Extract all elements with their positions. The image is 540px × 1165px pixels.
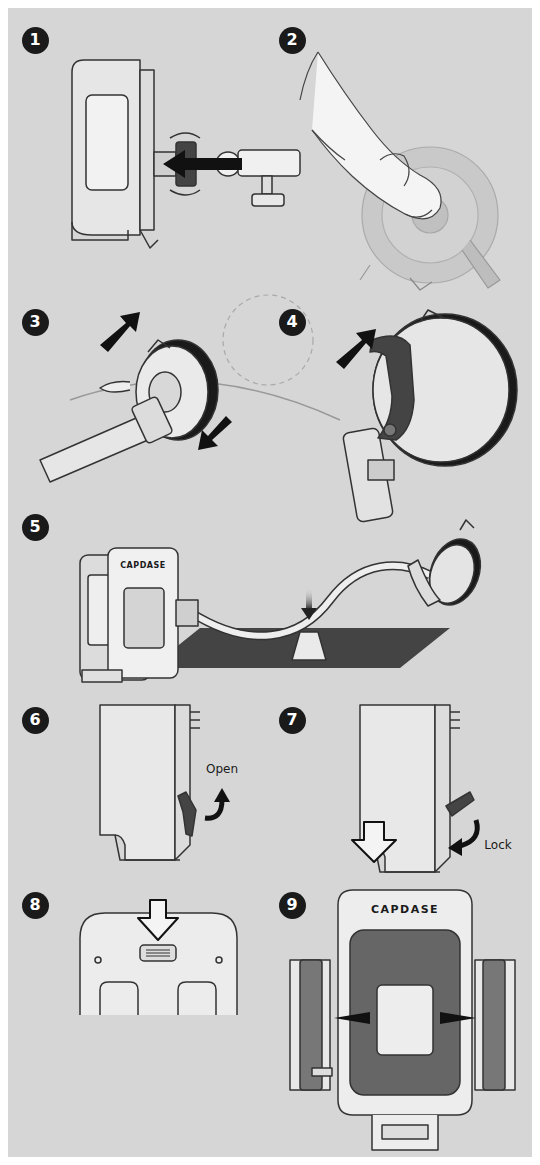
step-number-circle: 8 bbox=[22, 892, 49, 919]
action-label: Open bbox=[206, 763, 238, 776]
action-label: Lock bbox=[484, 839, 511, 852]
step-number-circle: 3 bbox=[22, 309, 49, 336]
brand-label: CAPDASE bbox=[371, 904, 439, 916]
step-number: 9 bbox=[286, 897, 297, 913]
step-number-circle: 2 bbox=[279, 27, 306, 54]
step-number: 2 bbox=[286, 32, 297, 48]
step-number: 1 bbox=[29, 32, 40, 48]
step-number-circle: 1 bbox=[22, 27, 49, 54]
step-number-circle: 7 bbox=[279, 707, 306, 734]
step-number: 5 bbox=[29, 519, 40, 535]
step-number: 8 bbox=[29, 897, 40, 913]
brand-label: CAPDASE bbox=[120, 562, 165, 571]
step-number-circle: 4 bbox=[279, 309, 306, 336]
step-number: 6 bbox=[29, 712, 40, 728]
step-number: 3 bbox=[29, 314, 40, 330]
step-number: 4 bbox=[286, 314, 297, 330]
step-number-circle: 5 bbox=[22, 514, 49, 541]
step-number: 7 bbox=[286, 712, 297, 728]
step-number-circle: 6 bbox=[22, 707, 49, 734]
step-number-circle: 9 bbox=[279, 892, 306, 919]
